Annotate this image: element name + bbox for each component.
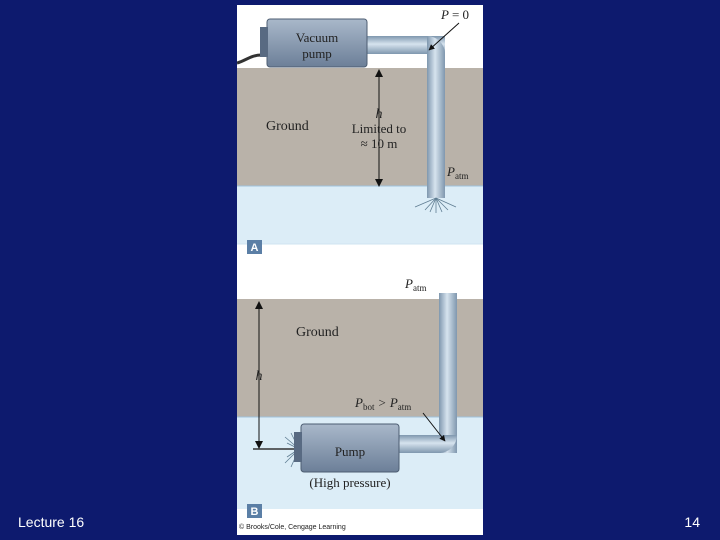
panel-b-p-atm-label: Patm — [404, 276, 426, 293]
panel-a-height-symbol: h — [376, 107, 383, 122]
image-credit: © Brooks/Cole, Cengage Learning — [239, 523, 346, 531]
panel-a-badge — [247, 240, 262, 254]
pressure-zero-label: P= 0 — [440, 7, 469, 22]
vacuum-pump-label-line1: Vacuum — [296, 30, 339, 45]
panel-a-water — [237, 186, 483, 244]
height-limit-line2: ≈ 10 m — [361, 136, 398, 151]
panel-a-letter: A — [251, 242, 259, 254]
panel-b-pipe-horizontal — [397, 435, 441, 453]
pump-sublabel: (High pressure) — [309, 475, 390, 490]
panel-b-pipe-vertical — [439, 293, 457, 435]
p-bottom-arrow — [422, 412, 446, 442]
panel-a-pipe-horizontal — [365, 36, 429, 54]
vacuum-pump-label-line2: pump — [302, 46, 332, 61]
page-number: 14 — [684, 514, 700, 530]
panel-b-height-symbol: h — [256, 369, 263, 384]
panel-a-p-atm-label: Patm — [446, 164, 468, 181]
height-limit-line1: Limited to — [352, 121, 407, 136]
panel-a-pipe-vertical — [427, 54, 445, 198]
pump-power-cord — [237, 53, 262, 65]
panel-b-letter: B — [251, 506, 259, 518]
pump-diagram-figure: Vacuum pump P= 0 Ground h Limited to ≈ 1… — [237, 5, 483, 535]
panel-a: Vacuum pump P= 0 Ground h Limited to ≈ 1… — [237, 7, 483, 254]
panel-a-ground-label: Ground — [266, 119, 309, 134]
p-bottom-label: Pbot>Patm — [354, 395, 411, 412]
pump-label: Pump — [335, 444, 365, 459]
pressure-zero-arrow — [428, 22, 460, 51]
panel-b-ground-label: Ground — [296, 325, 339, 340]
panel-b-badge — [247, 504, 262, 518]
panel-b: Patm Pump (High pressure) h Ground Pbot>… — [237, 276, 483, 531]
lecture-label: Lecture 16 — [18, 514, 85, 530]
panel-a-water-splash — [414, 197, 457, 213]
